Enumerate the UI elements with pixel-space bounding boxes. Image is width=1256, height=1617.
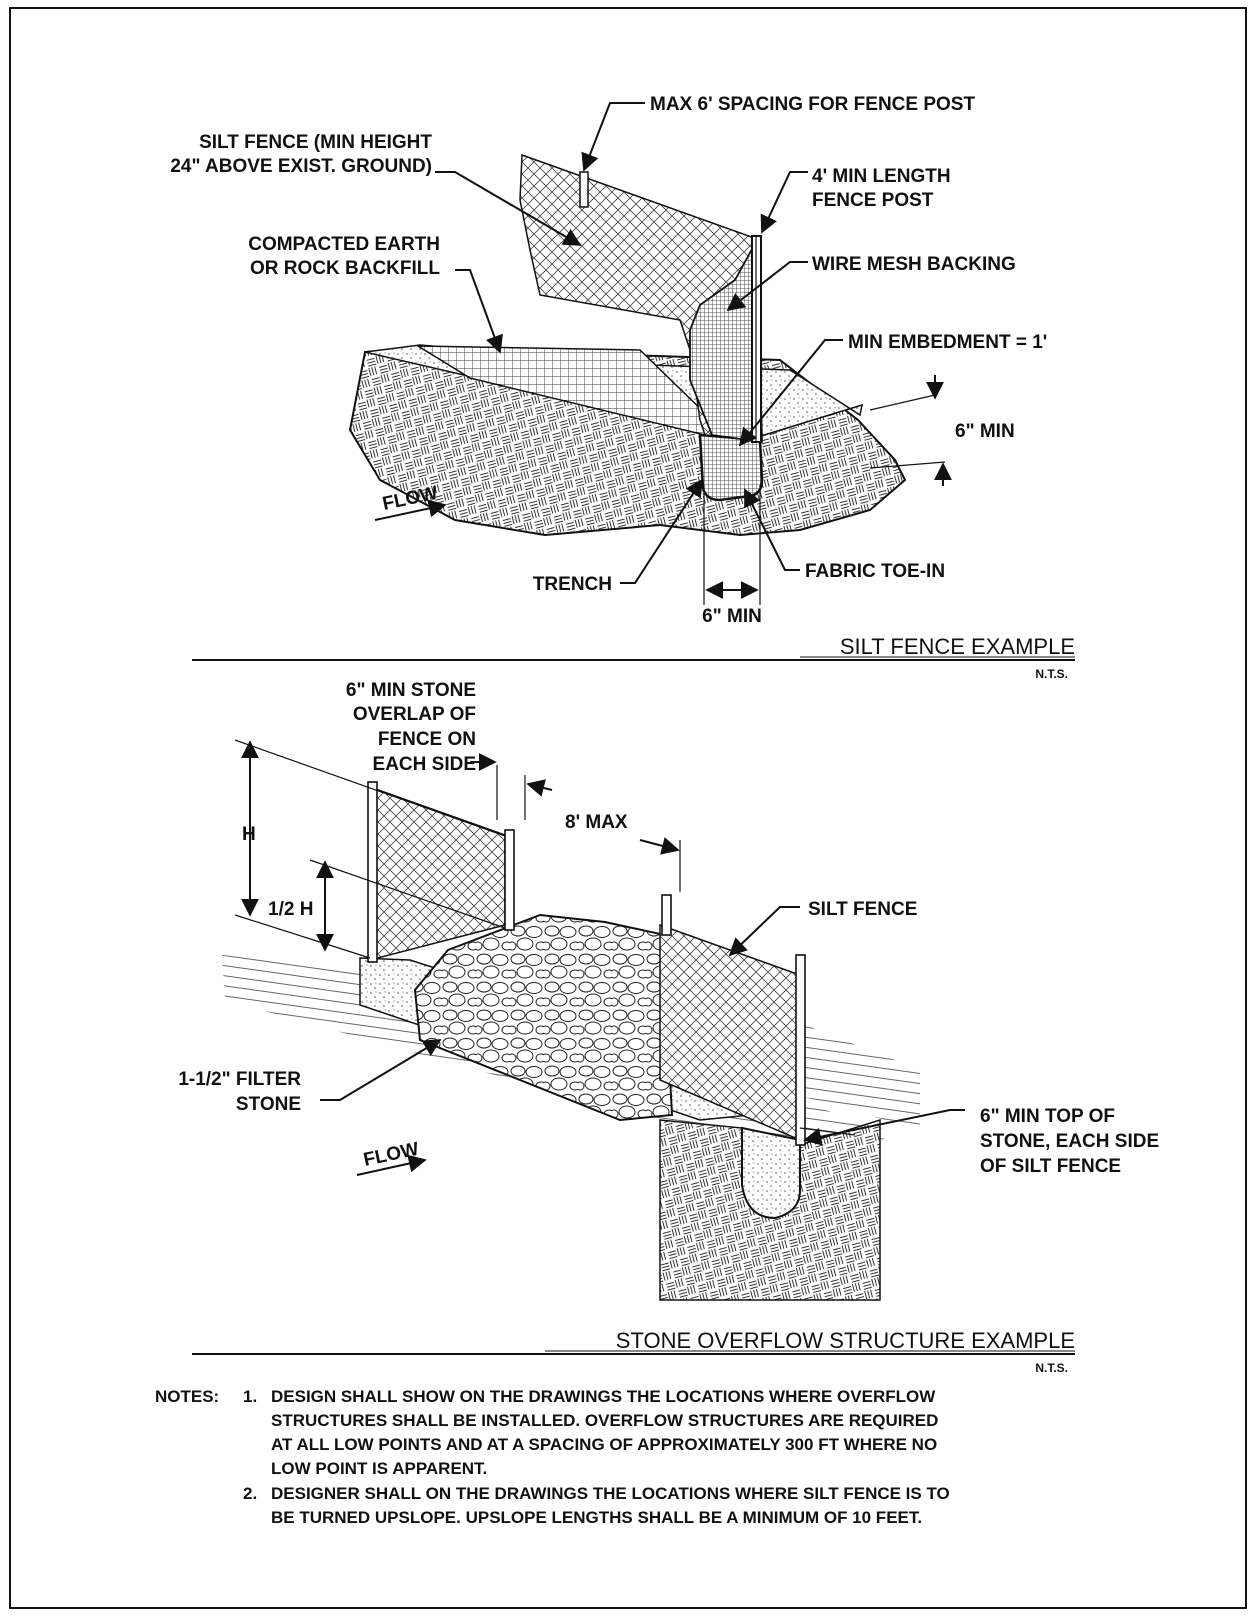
notes-block: NOTES: 1. DESIGN SHALL SHOW ON THE DRAWI…: [155, 1387, 950, 1527]
note-1-line-1: DESIGN SHALL SHOW ON THE DRAWINGS THE LO…: [271, 1387, 936, 1406]
label-wire-mesh: WIRE MESH BACKING: [812, 254, 1016, 275]
label-silt-fence-2: 24" ABOVE EXIST. GROUND): [170, 156, 432, 177]
scale-silt-fence: N.T.S.: [1035, 667, 1068, 681]
label-overlap-4: EACH SIDE: [373, 754, 476, 775]
left-fence-panel: [369, 785, 506, 961]
label-backfill-2: OR ROCK BACKFILL: [250, 258, 440, 279]
note-1-line-2: STRUCTURES SHALL BE INSTALLED. OVERFLOW …: [271, 1411, 938, 1430]
trench: [698, 433, 764, 502]
label-overlap-3: FENCE ON: [378, 729, 476, 750]
label-trench-width: 6" MIN: [702, 606, 762, 627]
label-top-of-stone-2: STONE, EACH SIDE: [980, 1131, 1159, 1152]
label-post-length-2: FENCE POST: [812, 190, 934, 211]
label-height-half: 1/2 H: [268, 899, 313, 920]
label-overlap-2: OVERLAP OF: [353, 704, 476, 725]
label-flow-top: FLOW: [381, 483, 440, 515]
silt-fence-diagram: MAX 6' SPACING FOR FENCE POST SILT FENCE…: [170, 94, 1047, 627]
flow-arrow-bottom: [356, 1154, 427, 1176]
label-overlap-1: 6" MIN STONE: [346, 680, 476, 701]
label-filter-stone-1: 1-1/2" FILTER: [178, 1069, 301, 1090]
post-mid: [504, 829, 515, 931]
filter-stone-pile: [413, 913, 674, 1122]
note-2-line-1: DESIGNER SHALL ON THE DRAWINGS THE LOCAT…: [271, 1484, 950, 1503]
note-2-number: 2.: [243, 1484, 257, 1503]
label-silt-fence-bottom: SILT FENCE: [808, 899, 917, 920]
label-top-of-stone-1: 6" MIN TOP OF: [980, 1106, 1115, 1127]
post-left: [367, 781, 378, 963]
label-post-length-1: 4' MIN LENGTH: [812, 166, 951, 187]
label-backfill-1: COMPACTED EARTH: [248, 234, 440, 255]
label-depth: 6" MIN: [955, 421, 1015, 442]
note-1-line-4: LOW POINT IS APPARENT.: [271, 1459, 487, 1478]
note-2-line-2: BE TURNED UPSLOPE. UPSLOPE LENGTHS SHALL…: [271, 1508, 922, 1527]
label-post-spacing: MAX 6' SPACING FOR FENCE POST: [650, 94, 975, 115]
label-height-full: H: [242, 824, 256, 845]
label-toe-in: FABRIC TOE-IN: [805, 561, 945, 582]
sheet-border: [9, 7, 1247, 1609]
label-silt-fence-1: SILT FENCE (MIN HEIGHT: [199, 132, 432, 153]
label-flow-bottom: FLOW: [362, 1139, 421, 1171]
flow-arrow-top: [374, 499, 447, 521]
label-trench: TRENCH: [533, 574, 612, 595]
notes-heading: NOTES:: [155, 1387, 219, 1406]
label-top-of-stone-3: OF SILT FENCE: [980, 1156, 1121, 1177]
stone-overflow-diagram: 6" MIN STONE OVERLAP OF FENCE ON EACH SI…: [178, 680, 1159, 1301]
post-right-front: [795, 954, 806, 1146]
label-filter-stone-2: STONE: [236, 1094, 301, 1115]
note-1-number: 1.: [243, 1387, 257, 1406]
title-stone-overflow-example: STONE OVERFLOW STRUCTURE EXAMPLE: [616, 1328, 1075, 1353]
note-1-line-3: AT ALL LOW POINTS AND AT A SPACING OF AP…: [271, 1435, 937, 1454]
title-silt-fence-example: SILT FENCE EXAMPLE: [840, 634, 1075, 659]
rear-fence-post: [579, 171, 589, 208]
label-spacing: 8' MAX: [565, 812, 628, 833]
trench-section: [741, 1126, 801, 1220]
label-embedment: MIN EMBEDMENT = 1': [848, 332, 1047, 353]
post-right-rear: [661, 894, 672, 936]
scale-stone-overflow: N.T.S.: [1035, 1361, 1068, 1375]
